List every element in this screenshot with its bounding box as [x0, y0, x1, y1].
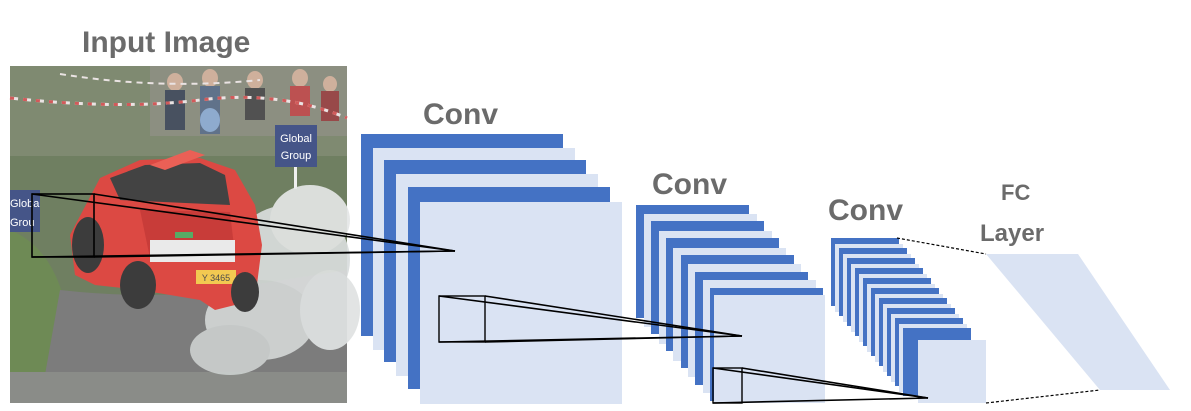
- conv-block-1: [361, 134, 622, 404]
- input-image: Global Group Globa Grou Y 3465: [10, 66, 360, 403]
- conv-block-3: [831, 238, 986, 403]
- conv-block-2: [636, 205, 825, 403]
